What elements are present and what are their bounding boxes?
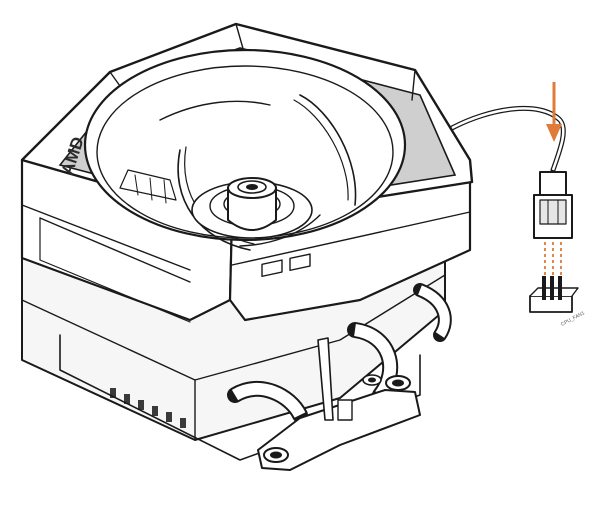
mounting-screw-front [263,447,289,463]
fan-opening [83,48,407,242]
mounting-screw-back [362,374,382,386]
mounting-bracket [257,337,421,471]
pin-header-icon: CPU_FAN1 [529,276,586,328]
mounting-screw-right [385,375,411,391]
fan-connector-icon [533,171,573,239]
heatsink-fins [110,388,186,428]
heat-pipes [227,283,452,423]
down-arrow-icon [546,82,562,142]
shroud-vents [261,253,311,278]
fan-hub [191,177,313,239]
connection-guide-lines [544,242,562,290]
